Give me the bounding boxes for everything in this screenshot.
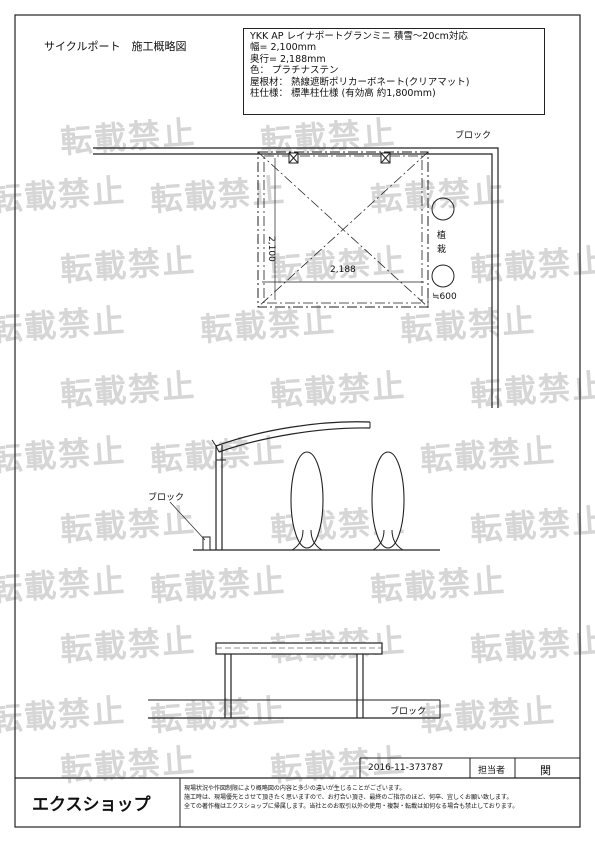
side-roof-top [215, 421, 371, 447]
spec-line-color: 色： プラチナステン [250, 65, 339, 77]
side-roof-bottom [218, 427, 371, 453]
plan-diagonal-2 [257, 151, 429, 308]
plan-block-wall-inner [93, 153, 493, 408]
planting-circle-bottom [431, 264, 455, 288]
planting-label-1: 植 [437, 231, 447, 241]
spec-line-post: 柱仕様： 標準柱仕様 (有効高 約1,800mm) [250, 88, 436, 100]
footer-note-2: 施工時は、現場優先とさせて頂きたく思いますので、お打合い頂き、最終のご指示のほど… [184, 794, 513, 801]
side-view [169, 421, 440, 551]
sheet-frame [14, 14, 581, 828]
plan-carport-outline [257, 151, 429, 308]
side-block-leader [169, 501, 206, 541]
order-number: 2016-11-373787 [368, 763, 444, 773]
spec-line-width: 幅= 2,100mm [250, 42, 317, 54]
plan-gap-dim: ≒600 [432, 292, 457, 302]
title-block [15, 757, 580, 827]
spec-line-roof: 屋根材： 熱線遮断ポリカーボネート(クリアマット) [250, 76, 470, 88]
spec-box: YKK AP レイナポートグランミニ 積雪〜20cm対応 幅= 2,100mm … [243, 28, 545, 115]
spec-line-product: YKK AP レイナポートグランミニ 積雪〜20cm対応 [250, 31, 468, 42]
drawing-title: サイクルポート 施工概略図 [44, 40, 187, 53]
side-block-label: ブロック [148, 493, 185, 503]
front-block-label: ブロック [390, 707, 427, 717]
side-tree-left [290, 451, 324, 551]
side-block [202, 536, 211, 551]
plan-carport-inner [263, 155, 423, 304]
planting-label-2: 栽 [437, 245, 447, 255]
side-tree-right [371, 451, 405, 551]
footer-note-1: 現場状況や作図制限により概略図の内容と多少の違いが生じることがございます。 [184, 785, 406, 792]
front-view [148, 642, 441, 719]
plan-post-left [288, 152, 299, 164]
plan-width-dim: 2,188 [330, 265, 356, 275]
footer-notes: 現場状況や作図制限により概略図の内容と多少の違いが生じることがございます。 施工… [184, 784, 564, 811]
front-roof [215, 642, 383, 655]
plan-block-wall-outer [93, 147, 499, 408]
plan-depth-dim: 2,100 [266, 236, 276, 262]
plan-post-right [380, 152, 391, 164]
side-roof-cap [211, 439, 220, 453]
plan-view [93, 147, 499, 408]
company-logo: エクスショップ [32, 795, 151, 815]
planting-circle-top [431, 197, 455, 221]
footer-note-3: 全ての著作権はエクスショップに帰属します。当社とのお取引以外の使用・複製・転載は… [184, 803, 519, 810]
spec-line-depth: 奥行= 2,188mm [250, 53, 326, 65]
plan-block-label: ブロック [455, 131, 492, 141]
staff-label: 担当者 [478, 766, 506, 776]
staff-name: 関 [540, 764, 551, 777]
